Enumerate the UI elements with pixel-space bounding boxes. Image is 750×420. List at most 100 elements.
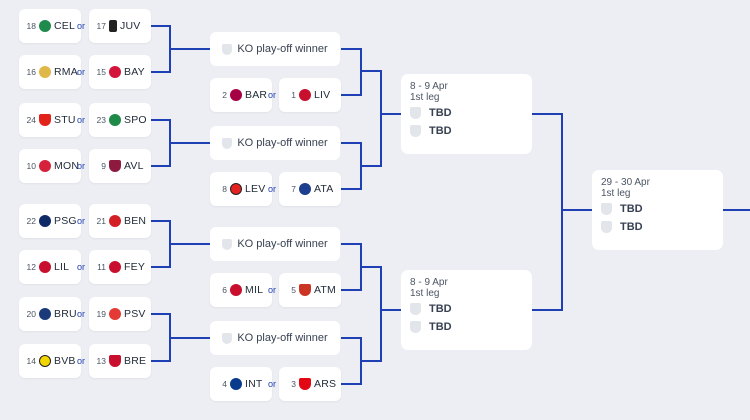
match-date: 8 - 9 Apr bbox=[410, 277, 448, 288]
team-card-ben[interactable]: 21 BEN bbox=[89, 204, 151, 238]
team-name: FEY bbox=[124, 261, 146, 273]
team-card-lev[interactable]: 8 LEV bbox=[210, 172, 272, 206]
inter-crest-icon bbox=[230, 378, 242, 390]
team-name: ATM bbox=[314, 284, 336, 296]
match-team-row: TBD bbox=[601, 203, 714, 215]
or-label: or bbox=[267, 285, 276, 295]
team-name: ARS bbox=[314, 378, 337, 390]
or-label: or bbox=[76, 356, 85, 366]
seed-number: 8 bbox=[222, 184, 227, 194]
match-leg: 1st leg bbox=[410, 92, 440, 103]
or-label: or bbox=[76, 262, 85, 272]
or-label: or bbox=[267, 379, 276, 389]
quarter-final-card-bottom[interactable]: 8 - 9 Apr 1st leg TBD TBD bbox=[401, 270, 532, 350]
seed-number: 17 bbox=[96, 21, 106, 31]
brest-crest-icon bbox=[109, 355, 121, 367]
lille-crest-icon bbox=[39, 261, 51, 273]
team-tbd: TBD bbox=[620, 221, 643, 233]
match-date: 29 - 30 Apr bbox=[601, 177, 650, 188]
team-card-int[interactable]: 4 INT bbox=[210, 367, 272, 401]
seed-number: 7 bbox=[291, 184, 296, 194]
dortmund-crest-icon bbox=[39, 355, 51, 367]
team-card-juv[interactable]: 17 JUV bbox=[89, 9, 151, 43]
or-label: or bbox=[267, 184, 276, 194]
team-card-spo[interactable]: 23 SPO bbox=[89, 103, 151, 137]
ko-playoff-winner-card-2[interactable]: KO play-off winner bbox=[210, 126, 340, 160]
or-label: or bbox=[76, 67, 85, 77]
sporting-crest-icon bbox=[109, 114, 121, 126]
team-card-ata[interactable]: 7 ATA bbox=[279, 172, 341, 206]
team-card-cel[interactable]: 18 CEL bbox=[19, 9, 81, 43]
match-leg: 1st leg bbox=[410, 288, 440, 299]
seed-number: 1 bbox=[291, 90, 296, 100]
team-card-bre[interactable]: 13 BRE bbox=[89, 344, 151, 378]
placeholder-shield-icon bbox=[410, 303, 421, 315]
placeholder-shield-icon bbox=[222, 137, 233, 149]
quarter-final-card-top[interactable]: 8 - 9 Apr 1st leg TBD TBD bbox=[401, 74, 532, 154]
juventus-crest-icon bbox=[109, 20, 117, 32]
team-tbd: TBD bbox=[429, 107, 452, 119]
placeholder-shield-icon bbox=[222, 332, 233, 344]
seed-number: 22 bbox=[26, 216, 36, 226]
team-card-bay[interactable]: 15 BAY bbox=[89, 55, 151, 89]
team-card-ars[interactable]: 3 ARS bbox=[279, 367, 341, 401]
ko-playoff-winner-card-3[interactable]: KO play-off winner bbox=[210, 227, 340, 261]
seed-number: 9 bbox=[101, 161, 106, 171]
team-tbd: TBD bbox=[429, 125, 452, 137]
ac-milan-crest-icon bbox=[230, 284, 242, 296]
team-card-bru[interactable]: 20 BRU bbox=[19, 297, 81, 331]
team-card-fey[interactable]: 11 FEY bbox=[89, 250, 151, 284]
placeholder-shield-icon bbox=[601, 203, 612, 215]
ko-winner-label: KO play-off winner bbox=[237, 238, 328, 250]
seed-number: 11 bbox=[97, 262, 106, 272]
seed-number: 20 bbox=[26, 309, 36, 319]
team-card-mil[interactable]: 6 MIL bbox=[210, 273, 272, 307]
team-name: BRU bbox=[54, 308, 77, 320]
psv-crest-icon bbox=[109, 308, 121, 320]
or-label: or bbox=[76, 309, 85, 319]
placeholder-shield-icon bbox=[222, 238, 233, 250]
team-card-psg[interactable]: 22 PSG bbox=[19, 204, 81, 238]
team-card-liv[interactable]: 1 LIV bbox=[279, 78, 341, 112]
team-card-rma[interactable]: 16 RMA bbox=[19, 55, 81, 89]
club-brugge-crest-icon bbox=[39, 308, 51, 320]
placeholder-shield-icon bbox=[410, 125, 421, 137]
team-name: BEN bbox=[124, 215, 147, 227]
barcelona-crest-icon bbox=[230, 89, 242, 101]
team-tbd: TBD bbox=[429, 321, 452, 333]
benfica-crest-icon bbox=[109, 215, 121, 227]
seed-number: 3 bbox=[291, 379, 296, 389]
team-card-mon[interactable]: 10 MON bbox=[19, 149, 81, 183]
aston-villa-crest-icon bbox=[109, 160, 121, 172]
or-label: or bbox=[76, 161, 85, 171]
team-card-lil[interactable]: 12 LIL bbox=[19, 250, 81, 284]
team-card-atm[interactable]: 5 ATM bbox=[279, 273, 341, 307]
team-card-avl[interactable]: 9 AVL bbox=[89, 149, 151, 183]
seed-number: 13 bbox=[96, 356, 106, 366]
team-card-bvb[interactable]: 14 BVB bbox=[19, 344, 81, 378]
ko-playoff-winner-card-4[interactable]: KO play-off winner bbox=[210, 321, 340, 355]
team-name: SPO bbox=[124, 114, 147, 126]
monaco-crest-icon bbox=[39, 160, 51, 172]
team-name: MIL bbox=[245, 284, 264, 296]
seed-number: 12 bbox=[26, 262, 36, 272]
liverpool-crest-icon bbox=[299, 89, 311, 101]
seed-number: 4 bbox=[222, 379, 227, 389]
team-name: BRE bbox=[124, 355, 147, 367]
team-card-stu[interactable]: 24 STU bbox=[19, 103, 81, 137]
seed-number: 6 bbox=[222, 285, 227, 295]
real-madrid-crest-icon bbox=[39, 66, 51, 78]
seed-number: 21 bbox=[96, 216, 106, 226]
seed-number: 18 bbox=[26, 21, 36, 31]
ko-playoff-winner-card-1[interactable]: KO play-off winner bbox=[210, 32, 340, 66]
stuttgart-crest-icon bbox=[39, 114, 51, 126]
feyenoord-crest-icon bbox=[109, 261, 121, 273]
team-card-psv[interactable]: 19 PSV bbox=[89, 297, 151, 331]
semi-final-card[interactable]: 29 - 30 Apr 1st leg TBD TBD bbox=[592, 170, 723, 250]
team-card-bar[interactable]: 2 BAR bbox=[210, 78, 272, 112]
team-name: PSV bbox=[124, 308, 146, 320]
match-team-row: TBD bbox=[410, 125, 523, 137]
ko-winner-label: KO play-off winner bbox=[237, 43, 328, 55]
celtic-crest-icon bbox=[39, 20, 51, 32]
